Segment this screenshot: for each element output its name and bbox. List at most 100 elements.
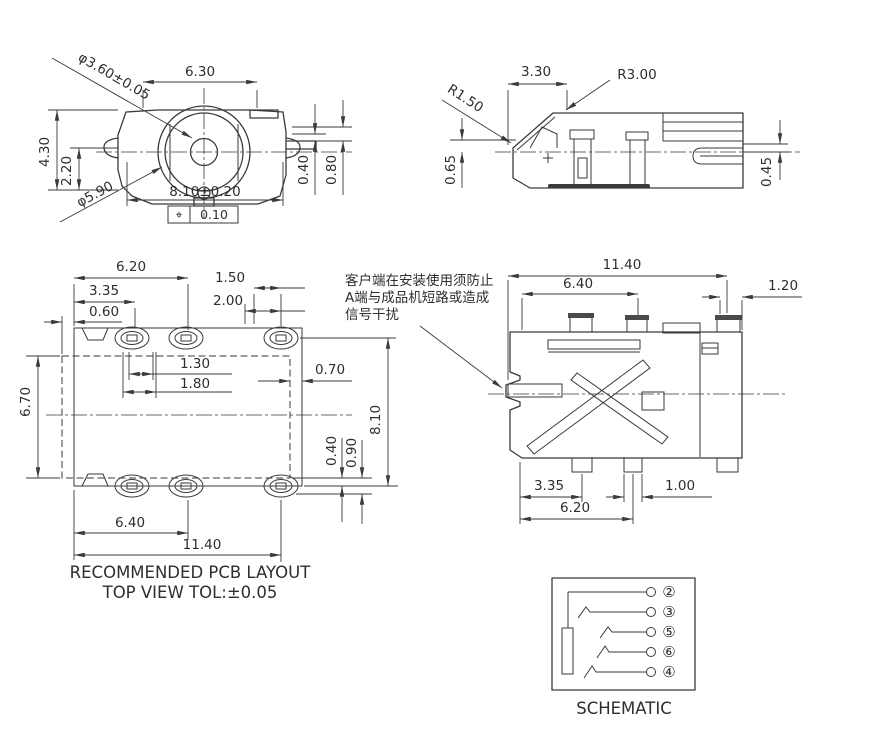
- dim-pcb-040-text: 0.40: [324, 436, 340, 466]
- dim-pcb-060-text: 0.60: [89, 304, 119, 320]
- pcb-step-bottom: [81, 473, 109, 487]
- schematic-pin-label-2: ②: [662, 583, 675, 601]
- side-body-outline: [512, 112, 744, 189]
- pcb-caption-line1: RECOMMENDED PCB LAYOUT: [70, 563, 312, 582]
- dim-section-620-text: 6.20: [560, 500, 590, 516]
- side-leg2-stem: [629, 139, 646, 187]
- dim-side-radius-outer: R3.00: [565, 67, 657, 111]
- section-raised-rect: [662, 322, 701, 334]
- dim-pcb-620-text: 6.20: [116, 259, 146, 275]
- note-line1: 客户端在安装使用须防止: [345, 272, 494, 289]
- dim-side-radius-inner: R1.50: [441, 81, 512, 144]
- side-right-notch: [692, 147, 743, 165]
- front-barrel-inner-ring: [164, 112, 244, 192]
- dim-pcb-130-text: 1.30: [180, 356, 210, 372]
- side-top-right-detail: [662, 113, 743, 142]
- dim-pcb-1140-text: 11.40: [183, 537, 222, 553]
- dim-front-pin-offsets: 0.40 0.80: [292, 100, 352, 195]
- schematic-pin-label-6: ⑥: [662, 643, 675, 661]
- dim-front-hole-dia-text: φ3.60±0.05: [75, 50, 153, 104]
- section-body-outline: [505, 331, 743, 459]
- dim-front-height-inner-text: 2.20: [59, 156, 75, 186]
- dim-section-bottom: 3.35 6.20 1.00: [519, 462, 712, 524]
- section-view: 客户端在安装使用须防止 A端与成品机短路或造成 信号干扰 11.40 6.40 …: [345, 257, 802, 524]
- schematic-pin-label-5: ⑤: [662, 623, 675, 641]
- pad: [114, 474, 150, 498]
- side-leg1-inner: [577, 157, 588, 179]
- dim-pcb-right-stack: 0.40 0.90 8.10: [292, 337, 398, 524]
- dim-pcb-090-text: 0.90: [344, 438, 360, 468]
- gdt-feature-control-frame: ⌖ 0.10: [167, 205, 239, 224]
- dim-section-120-text: 1.20: [768, 278, 798, 294]
- gdt-tolerance-value: 0.10: [200, 207, 228, 222]
- side-view: 3.30 R3.00 R1.50 0.65 0.45: [441, 64, 800, 189]
- pcb-step-top: [81, 327, 109, 341]
- dim-section-640-text: 6.40: [563, 276, 593, 292]
- dim-front-width-top-text: 6.30: [185, 64, 215, 80]
- dim-section-1140: 11.40: [507, 257, 728, 380]
- dim-pcb-070: 0.70: [258, 362, 352, 384]
- pcb-pads: [114, 326, 299, 498]
- dim-section-1140-text: 11.40: [603, 257, 642, 273]
- dim-pcb-200-text: 2.00: [213, 293, 243, 309]
- front-body-outline: [117, 109, 287, 205]
- pcb-layout-view: 6.20 3.35 0.60 1.50 2.00: [18, 259, 398, 602]
- gdt-position-symbol: ⌖: [175, 207, 183, 222]
- dim-side-height-left-text: 0.65: [443, 155, 459, 185]
- pad: [168, 474, 204, 498]
- dim-section-120: 1.20: [702, 278, 802, 330]
- front-right-pin: [285, 140, 317, 150]
- schematic-pin-label-4: ④: [662, 663, 675, 681]
- dim-pcb-670: 6.70: [18, 355, 60, 479]
- pcb-body-outline: [73, 327, 303, 487]
- schematic: ② ③ ⑤ ⑥ ④ SCHEMATIC: [551, 577, 696, 718]
- dim-side-width-top: 3.30: [507, 64, 568, 145]
- dim-front-barrel-dia-text: φ5.90: [74, 178, 116, 210]
- dim-pcb-180-text: 1.80: [180, 376, 210, 392]
- dim-pcb-810-text: 8.10: [368, 405, 384, 435]
- schematic-caption: SCHEMATIC: [576, 699, 672, 718]
- front-view: 6.30 φ3.60±0.05 4.30 2.20 φ5.90: [37, 50, 352, 224]
- dim-front-barrel-dia: φ5.90: [59, 166, 163, 223]
- side-leg2-cap: [625, 131, 649, 141]
- dim-pcb-670-text: 6.70: [18, 387, 34, 417]
- front-right-tab: [285, 137, 301, 159]
- installation-note: 客户端在安装使用须防止 A端与成品机短路或造成 信号干扰: [345, 272, 503, 389]
- dim-pcb-070-text: 0.70: [315, 362, 345, 378]
- dim-side-width-top-text: 3.30: [521, 64, 551, 80]
- pcb-hidden-outline: [61, 355, 291, 479]
- section-inner-block: [641, 391, 665, 411]
- front-center-hole: [189, 137, 219, 167]
- note-leader-line: [419, 325, 503, 389]
- dim-pcb-620: 6.20: [73, 259, 189, 330]
- section-spring-arm-1: [526, 359, 651, 455]
- dim-side-radius-inner-text: R1.50: [444, 81, 486, 116]
- pcb-caption-line2: TOP VIEW TOL:±0.05: [102, 583, 278, 602]
- dim-side-radius-outer-text: R3.00: [617, 67, 656, 83]
- side-bevel-inner-line: [516, 116, 556, 151]
- dim-pcb-150-text: 1.50: [215, 270, 245, 286]
- front-left-tab: [103, 137, 119, 159]
- dim-front-pin-a-text: 0.40: [296, 155, 312, 185]
- dim-pcb-060: 0.60: [44, 304, 122, 354]
- schematic-pin-label-3: ③: [662, 603, 675, 621]
- dim-section-100-text: 1.00: [665, 478, 695, 494]
- pad: [114, 326, 150, 350]
- side-bottom-strip: [548, 184, 650, 189]
- dim-front-width-overall-text: 8.10±0.20: [169, 184, 240, 200]
- dim-side-height-right-text: 0.45: [759, 157, 775, 187]
- section-bottom-legs: [571, 457, 739, 473]
- dim-front-width-overall: 8.10±0.20: [126, 162, 284, 206]
- side-bevel-detail: [529, 126, 558, 149]
- section-tip-contact: [507, 383, 563, 398]
- pad: [263, 326, 299, 350]
- side-center-mark: [543, 153, 553, 163]
- dim-side-height-right: 0.45: [743, 120, 790, 187]
- section-top-tabs: [568, 313, 742, 333]
- schematic-contacts: [568, 587, 656, 679]
- dim-pcb-bottom: 6.40 11.40: [73, 490, 282, 562]
- dim-section-335-text: 3.35: [534, 478, 564, 494]
- dim-section-640: 6.40: [521, 276, 639, 330]
